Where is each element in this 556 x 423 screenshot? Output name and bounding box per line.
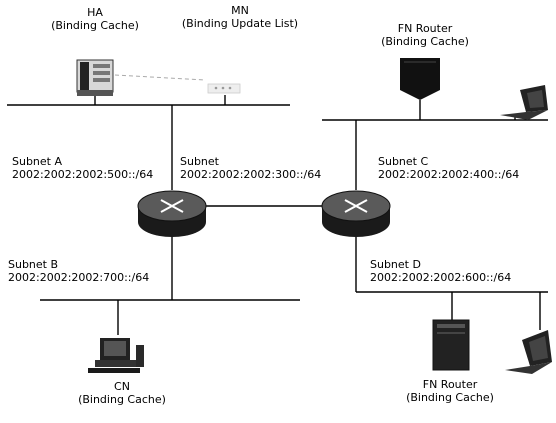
fn-router-top-subtitle: (Binding Cache) bbox=[381, 35, 469, 48]
subnet-b-prefix: 2002:2002:2002:700::/64 bbox=[8, 271, 149, 284]
mobile-node-icon bbox=[208, 84, 240, 93]
binding-association-line bbox=[115, 75, 205, 80]
mn-subtitle: (Binding Update List) bbox=[182, 17, 298, 30]
fn-router-top-label: FN Router (Binding Cache) bbox=[381, 22, 469, 48]
workstation-icon bbox=[88, 338, 144, 373]
mn-title: MN bbox=[182, 4, 298, 17]
subnet-backbone-label: Subnet 2002:2002:2002:300::/64 bbox=[180, 155, 321, 181]
subnet-backbone-name: Subnet bbox=[180, 155, 321, 168]
subnet-a-label: Subnet A 2002:2002:2002:500::/64 bbox=[12, 155, 153, 181]
subnet-c-label: Subnet C 2002:2002:2002:400::/64 bbox=[378, 155, 519, 181]
cn-label: CN (Binding Cache) bbox=[78, 380, 166, 406]
subnet-a-prefix: 2002:2002:2002:500::/64 bbox=[12, 168, 153, 181]
server-icon bbox=[77, 60, 113, 96]
fn-router-bottom-subtitle: (Binding Cache) bbox=[406, 391, 494, 404]
subnet-b-label: Subnet B 2002:2002:2002:700::/64 bbox=[8, 258, 149, 284]
ha-subtitle: (Binding Cache) bbox=[51, 19, 139, 32]
cn-subtitle: (Binding Cache) bbox=[78, 393, 166, 406]
ha-label: HA (Binding Cache) bbox=[51, 6, 139, 32]
subnet-d-prefix: 2002:2002:2002:600::/64 bbox=[370, 271, 511, 284]
fn-router-bottom-label: FN Router (Binding Cache) bbox=[406, 378, 494, 404]
laptop-icon bbox=[505, 330, 552, 374]
fn-router-bottom-title: FN Router bbox=[406, 378, 494, 391]
subnet-backbone-prefix: 2002:2002:2002:300::/64 bbox=[180, 168, 321, 181]
server-icon bbox=[400, 58, 440, 100]
subnet-b-name: Subnet B bbox=[8, 258, 149, 271]
cn-title: CN bbox=[78, 380, 166, 393]
router-icon bbox=[322, 191, 390, 237]
router-icon bbox=[138, 191, 206, 237]
network-links bbox=[7, 90, 548, 335]
subnet-c-prefix: 2002:2002:2002:400::/64 bbox=[378, 168, 519, 181]
ha-title: HA bbox=[51, 6, 139, 19]
subnet-d-name: Subnet D bbox=[370, 258, 511, 271]
subnet-d-label: Subnet D 2002:2002:2002:600::/64 bbox=[370, 258, 511, 284]
mn-label: MN (Binding Update List) bbox=[182, 4, 298, 30]
server-icon bbox=[433, 320, 469, 370]
laptop-icon bbox=[500, 85, 548, 120]
subnet-c-name: Subnet C bbox=[378, 155, 519, 168]
fn-router-top-title: FN Router bbox=[381, 22, 469, 35]
subnet-a-name: Subnet A bbox=[12, 155, 153, 168]
